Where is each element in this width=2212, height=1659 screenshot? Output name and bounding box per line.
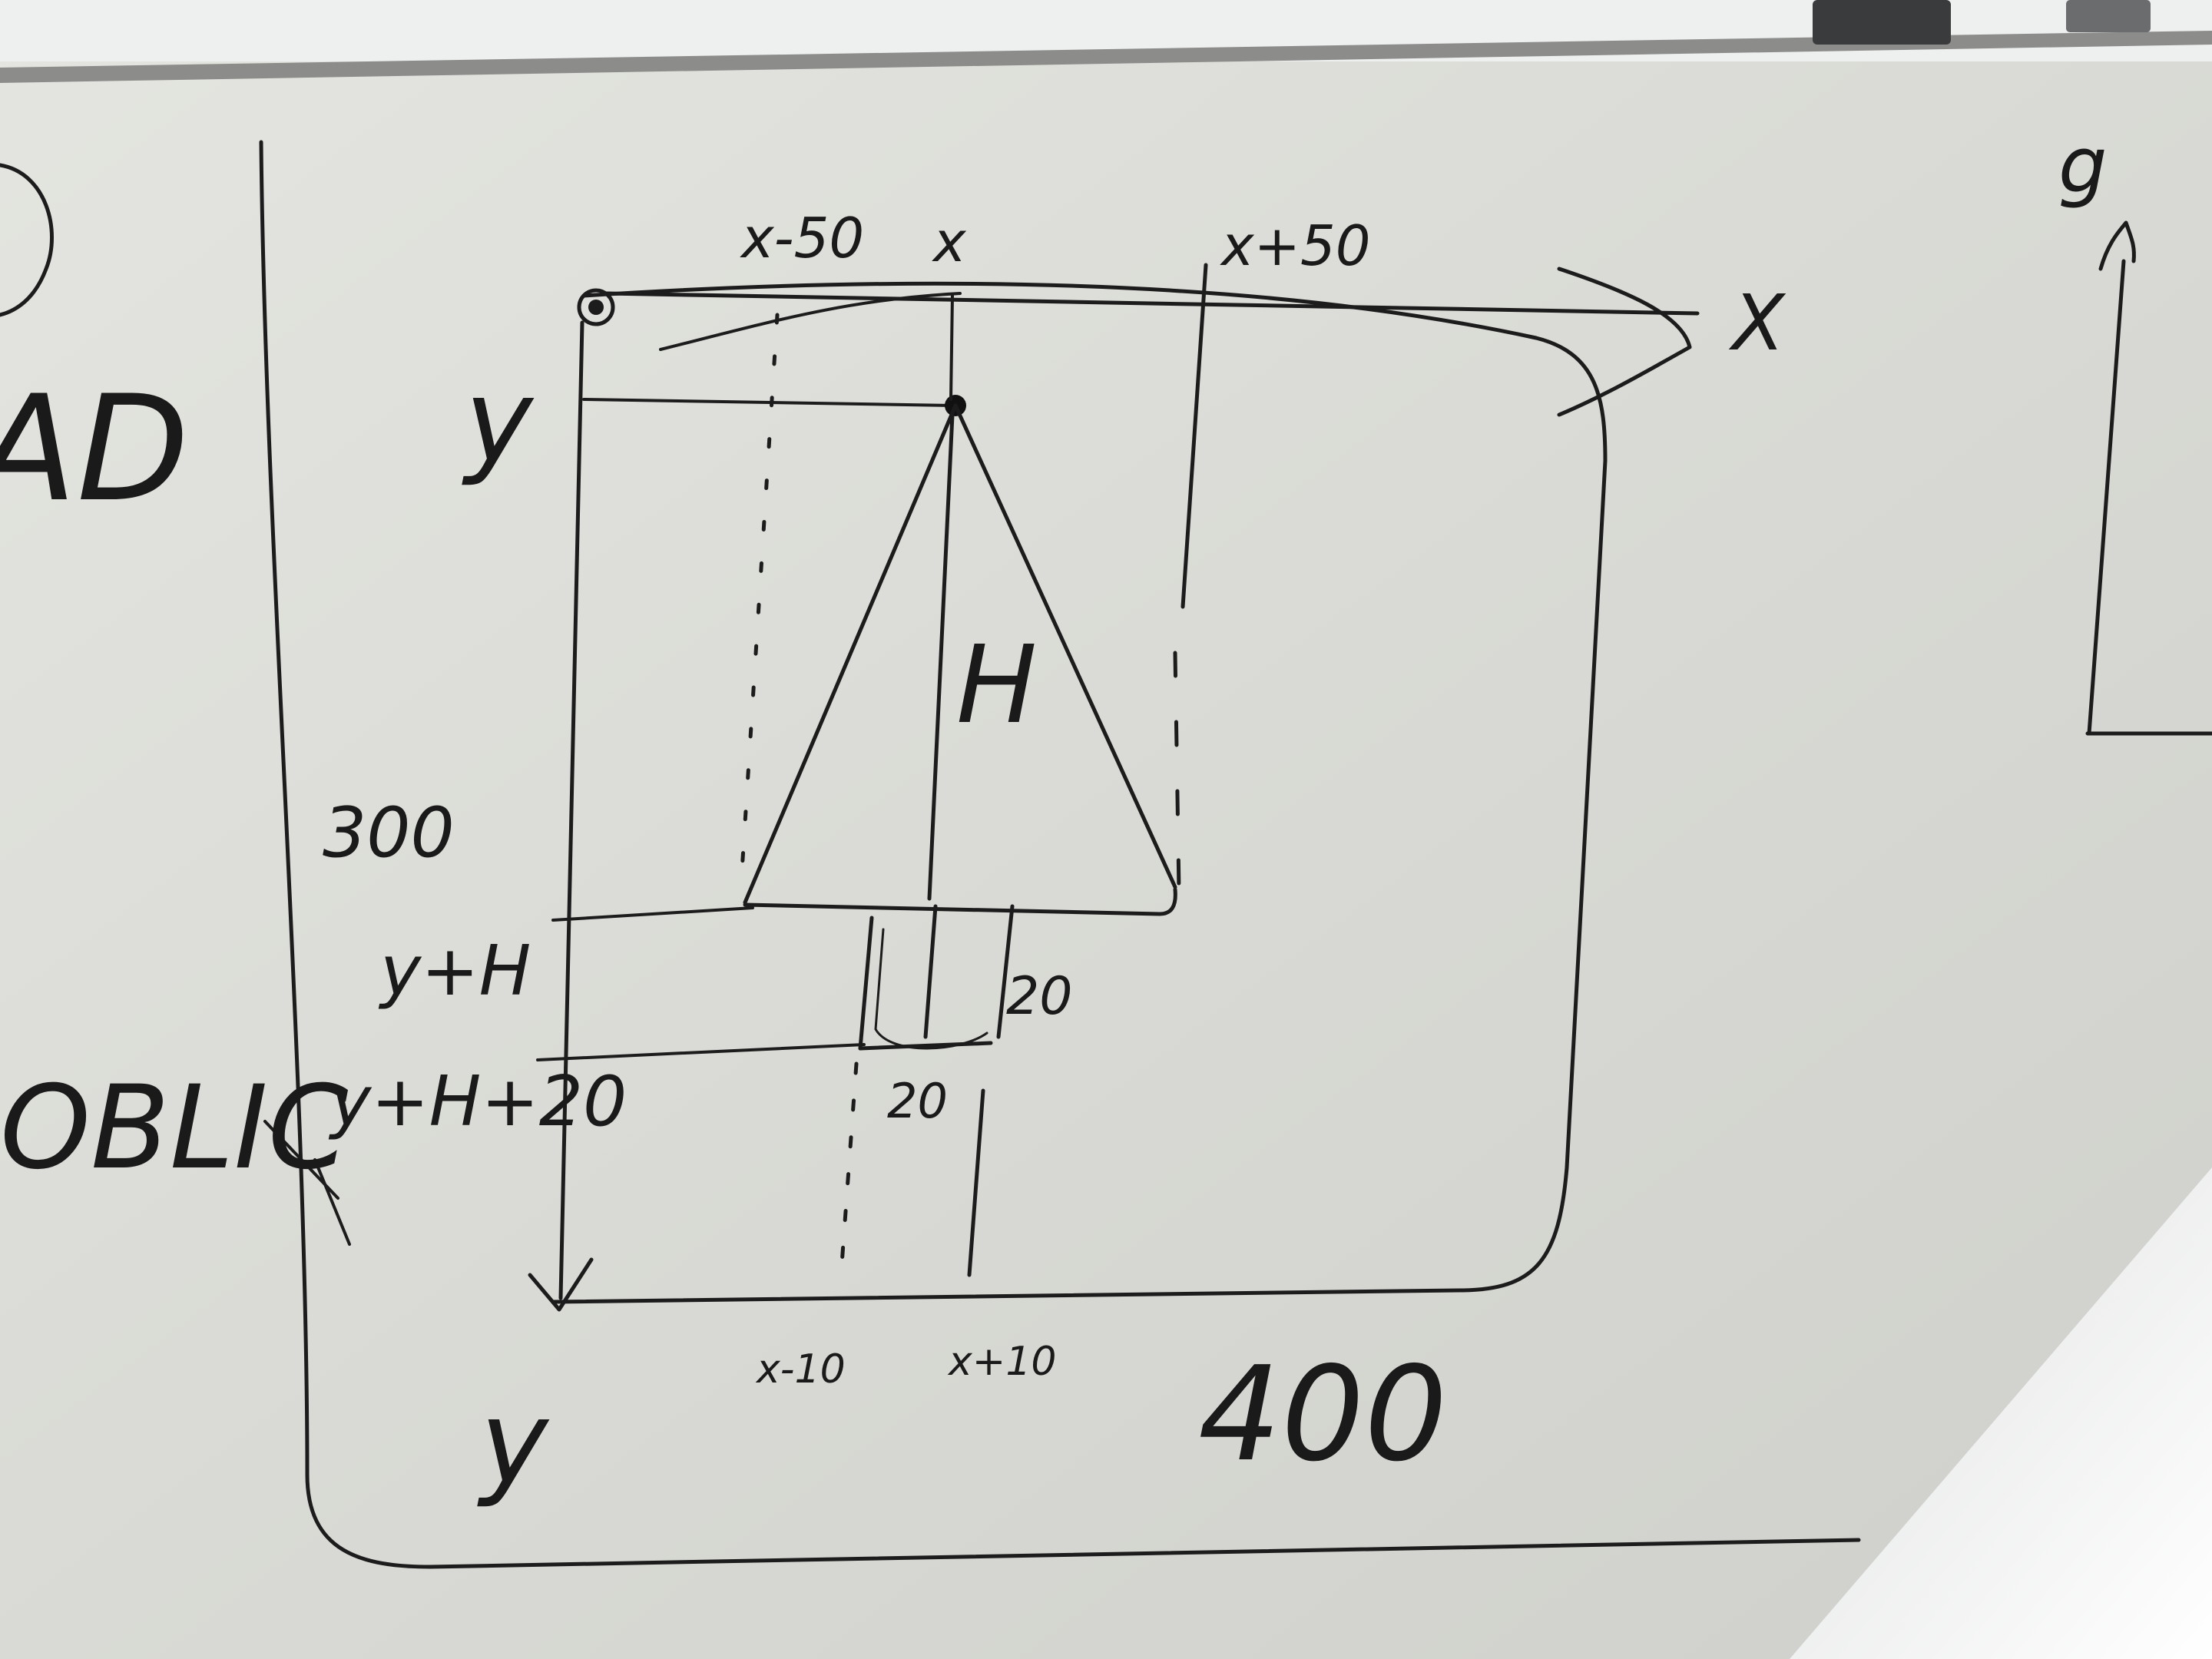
top-curve-stroke bbox=[659, 292, 962, 351]
label-height: H bbox=[956, 623, 1037, 748]
x-vertical-top bbox=[949, 294, 954, 401]
x-minus-10-dashed bbox=[839, 1061, 859, 1277]
trunk-center-line bbox=[923, 904, 938, 1039]
board-top-edge bbox=[0, 31, 2212, 83]
x-plus-50-line bbox=[1181, 263, 1208, 609]
light-glare bbox=[1790, 1167, 2212, 1659]
label-x-minus-10: x-10 bbox=[755, 1346, 846, 1392]
outer-border-line bbox=[259, 140, 1861, 1569]
label-y-bottom: y bbox=[477, 1376, 550, 1510]
origin-marker bbox=[577, 288, 615, 326]
trunk-inner-scribble bbox=[874, 928, 988, 1050]
triangle-base bbox=[743, 887, 1177, 916]
label-x-minus-50: x-50 bbox=[740, 206, 864, 270]
trunk-left-edge bbox=[858, 916, 874, 1051]
label-300: 300 bbox=[323, 793, 455, 873]
trunk-bottom-edge bbox=[858, 1041, 993, 1051]
x-axis-arrowhead bbox=[1557, 267, 1692, 417]
y-plus-h-plus-20-line bbox=[536, 1043, 866, 1061]
x-plus-10-line bbox=[967, 1088, 985, 1277]
label-x-axis: X bbox=[1728, 278, 1786, 368]
y-plus-h-line bbox=[551, 906, 754, 922]
x-axis-line bbox=[604, 291, 1700, 316]
origin-dot bbox=[588, 300, 604, 315]
side-axis-arrow bbox=[2098, 220, 2136, 271]
y-axis-line bbox=[558, 320, 584, 1300]
label-y-plus-h-plus-20: y+H+20 bbox=[328, 1061, 627, 1142]
label-x-plus-10: x+10 bbox=[947, 1339, 1057, 1385]
height-line bbox=[927, 412, 955, 901]
marker-clip-2 bbox=[2066, 0, 2151, 32]
label-y-plus-h: y+H bbox=[378, 931, 531, 1012]
label-20-right: 20 bbox=[1006, 966, 1073, 1027]
triangle-right-side bbox=[953, 403, 1177, 889]
label-y-top: y bbox=[462, 355, 535, 488]
y-level-line bbox=[582, 398, 954, 407]
label-y-corner: g bbox=[2058, 121, 2107, 210]
label-left-oblic: OBLIC bbox=[0, 1061, 349, 1195]
label-400: 400 bbox=[1198, 1339, 1447, 1491]
oblic-strike-mark bbox=[263, 1120, 351, 1246]
canvas-rectangle bbox=[551, 281, 1608, 1304]
side-axis-vertical bbox=[2087, 259, 2126, 736]
left-partial-circle bbox=[0, 163, 54, 317]
label-left-ad: AD bbox=[0, 364, 189, 534]
label-x-plus-50: x+50 bbox=[1220, 214, 1371, 278]
trunk-right-edge bbox=[996, 904, 1015, 1039]
label-x-top: x bbox=[932, 210, 967, 274]
triangle-left-side bbox=[743, 403, 958, 905]
y-axis-arrowhead bbox=[528, 1257, 594, 1312]
label-20-bottom: 20 bbox=[887, 1073, 948, 1129]
marker-clip-1 bbox=[1813, 0, 1951, 45]
